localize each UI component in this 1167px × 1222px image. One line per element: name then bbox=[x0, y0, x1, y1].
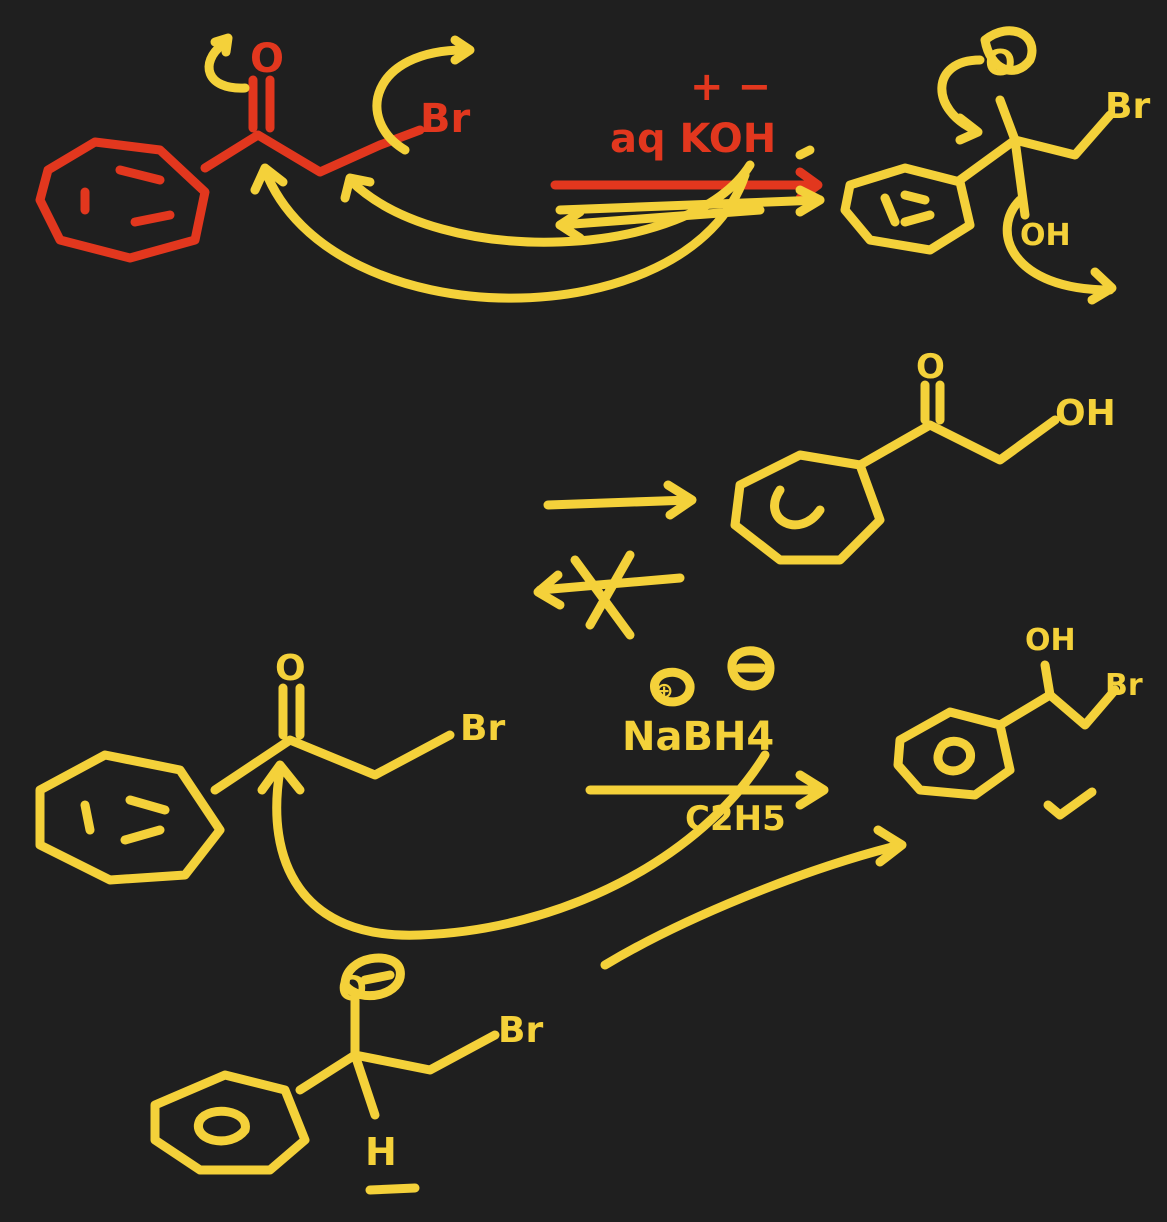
cross-mark bbox=[570, 550, 635, 640]
benzene-ring bbox=[730, 450, 885, 565]
benzene-ring bbox=[840, 163, 975, 255]
oxygen-label: O bbox=[338, 969, 367, 1009]
curved-arrow-oxygen bbox=[204, 40, 250, 93]
charge-symbols: + − bbox=[690, 64, 771, 110]
hydroxyl-label: OH bbox=[1020, 218, 1071, 253]
reagent-nabh4: ⊕ NaBH4 C2H5 bbox=[585, 646, 829, 839]
curved-arrow-attack-carbonyl bbox=[260, 165, 750, 303]
carbonyl-double-bond bbox=[248, 75, 275, 133]
reaction-arrow-middle bbox=[543, 495, 695, 510]
carbon-chain bbox=[995, 685, 1120, 730]
curved-arrow-bromide-leaving bbox=[372, 45, 470, 155]
arrow-to-product bbox=[600, 840, 905, 970]
product-hydroxyacetophenone: O OH bbox=[730, 347, 1116, 565]
hydroxyl-label: OH bbox=[1055, 393, 1116, 434]
tetrahedral-intermediate: O Br OH bbox=[840, 26, 1150, 305]
hydride-charge bbox=[365, 1183, 420, 1195]
alkoxide-intermediate: O Br H bbox=[150, 953, 543, 1195]
oxygen-circle bbox=[340, 953, 405, 1001]
bromine-label: Br bbox=[498, 1010, 543, 1051]
curved-arrow-attack-alpha bbox=[345, 160, 755, 247]
carbon-chain bbox=[295, 1030, 500, 1095]
hydroxyl-label: OH bbox=[1025, 623, 1076, 658]
bromine-label: Br bbox=[1105, 86, 1150, 127]
oxygen-circle bbox=[980, 26, 1037, 75]
check-mark bbox=[1043, 787, 1097, 820]
oxygen-label: O bbox=[916, 347, 945, 387]
hydrogen-label: H bbox=[365, 1130, 397, 1174]
oxygen-label: O bbox=[250, 36, 284, 82]
reaction-arrow-forward bbox=[555, 195, 825, 215]
benzene-ring bbox=[150, 1070, 310, 1175]
reagent-label: NaBH4 bbox=[622, 714, 774, 760]
bromine-label: Br bbox=[420, 96, 470, 142]
oxygen-label: O bbox=[275, 648, 306, 689]
reagent-aq-koh: aq KOH bbox=[610, 116, 776, 162]
benzene-ring bbox=[893, 707, 1015, 800]
benzene-ring bbox=[35, 137, 210, 263]
curved-arrow-oh bbox=[1002, 195, 1115, 295]
reactant-phenacyl-bromide-red: O Br bbox=[35, 36, 470, 263]
oxygen-label: O bbox=[985, 43, 1016, 84]
bromine-label: Br bbox=[460, 708, 505, 749]
carbon-chain bbox=[855, 415, 1060, 470]
bromine-label: Br bbox=[1105, 668, 1143, 703]
carbon-chain bbox=[955, 110, 1115, 185]
curved-arrow-hydride bbox=[272, 750, 770, 940]
benzene-ring bbox=[35, 750, 225, 885]
product-bromohydrin: OH Br bbox=[893, 623, 1143, 820]
svg-text:⊕: ⊕ bbox=[655, 679, 673, 704]
reactant-phenacyl-bromide-yellow: O Br bbox=[35, 648, 505, 885]
carbon-chain bbox=[210, 730, 455, 795]
